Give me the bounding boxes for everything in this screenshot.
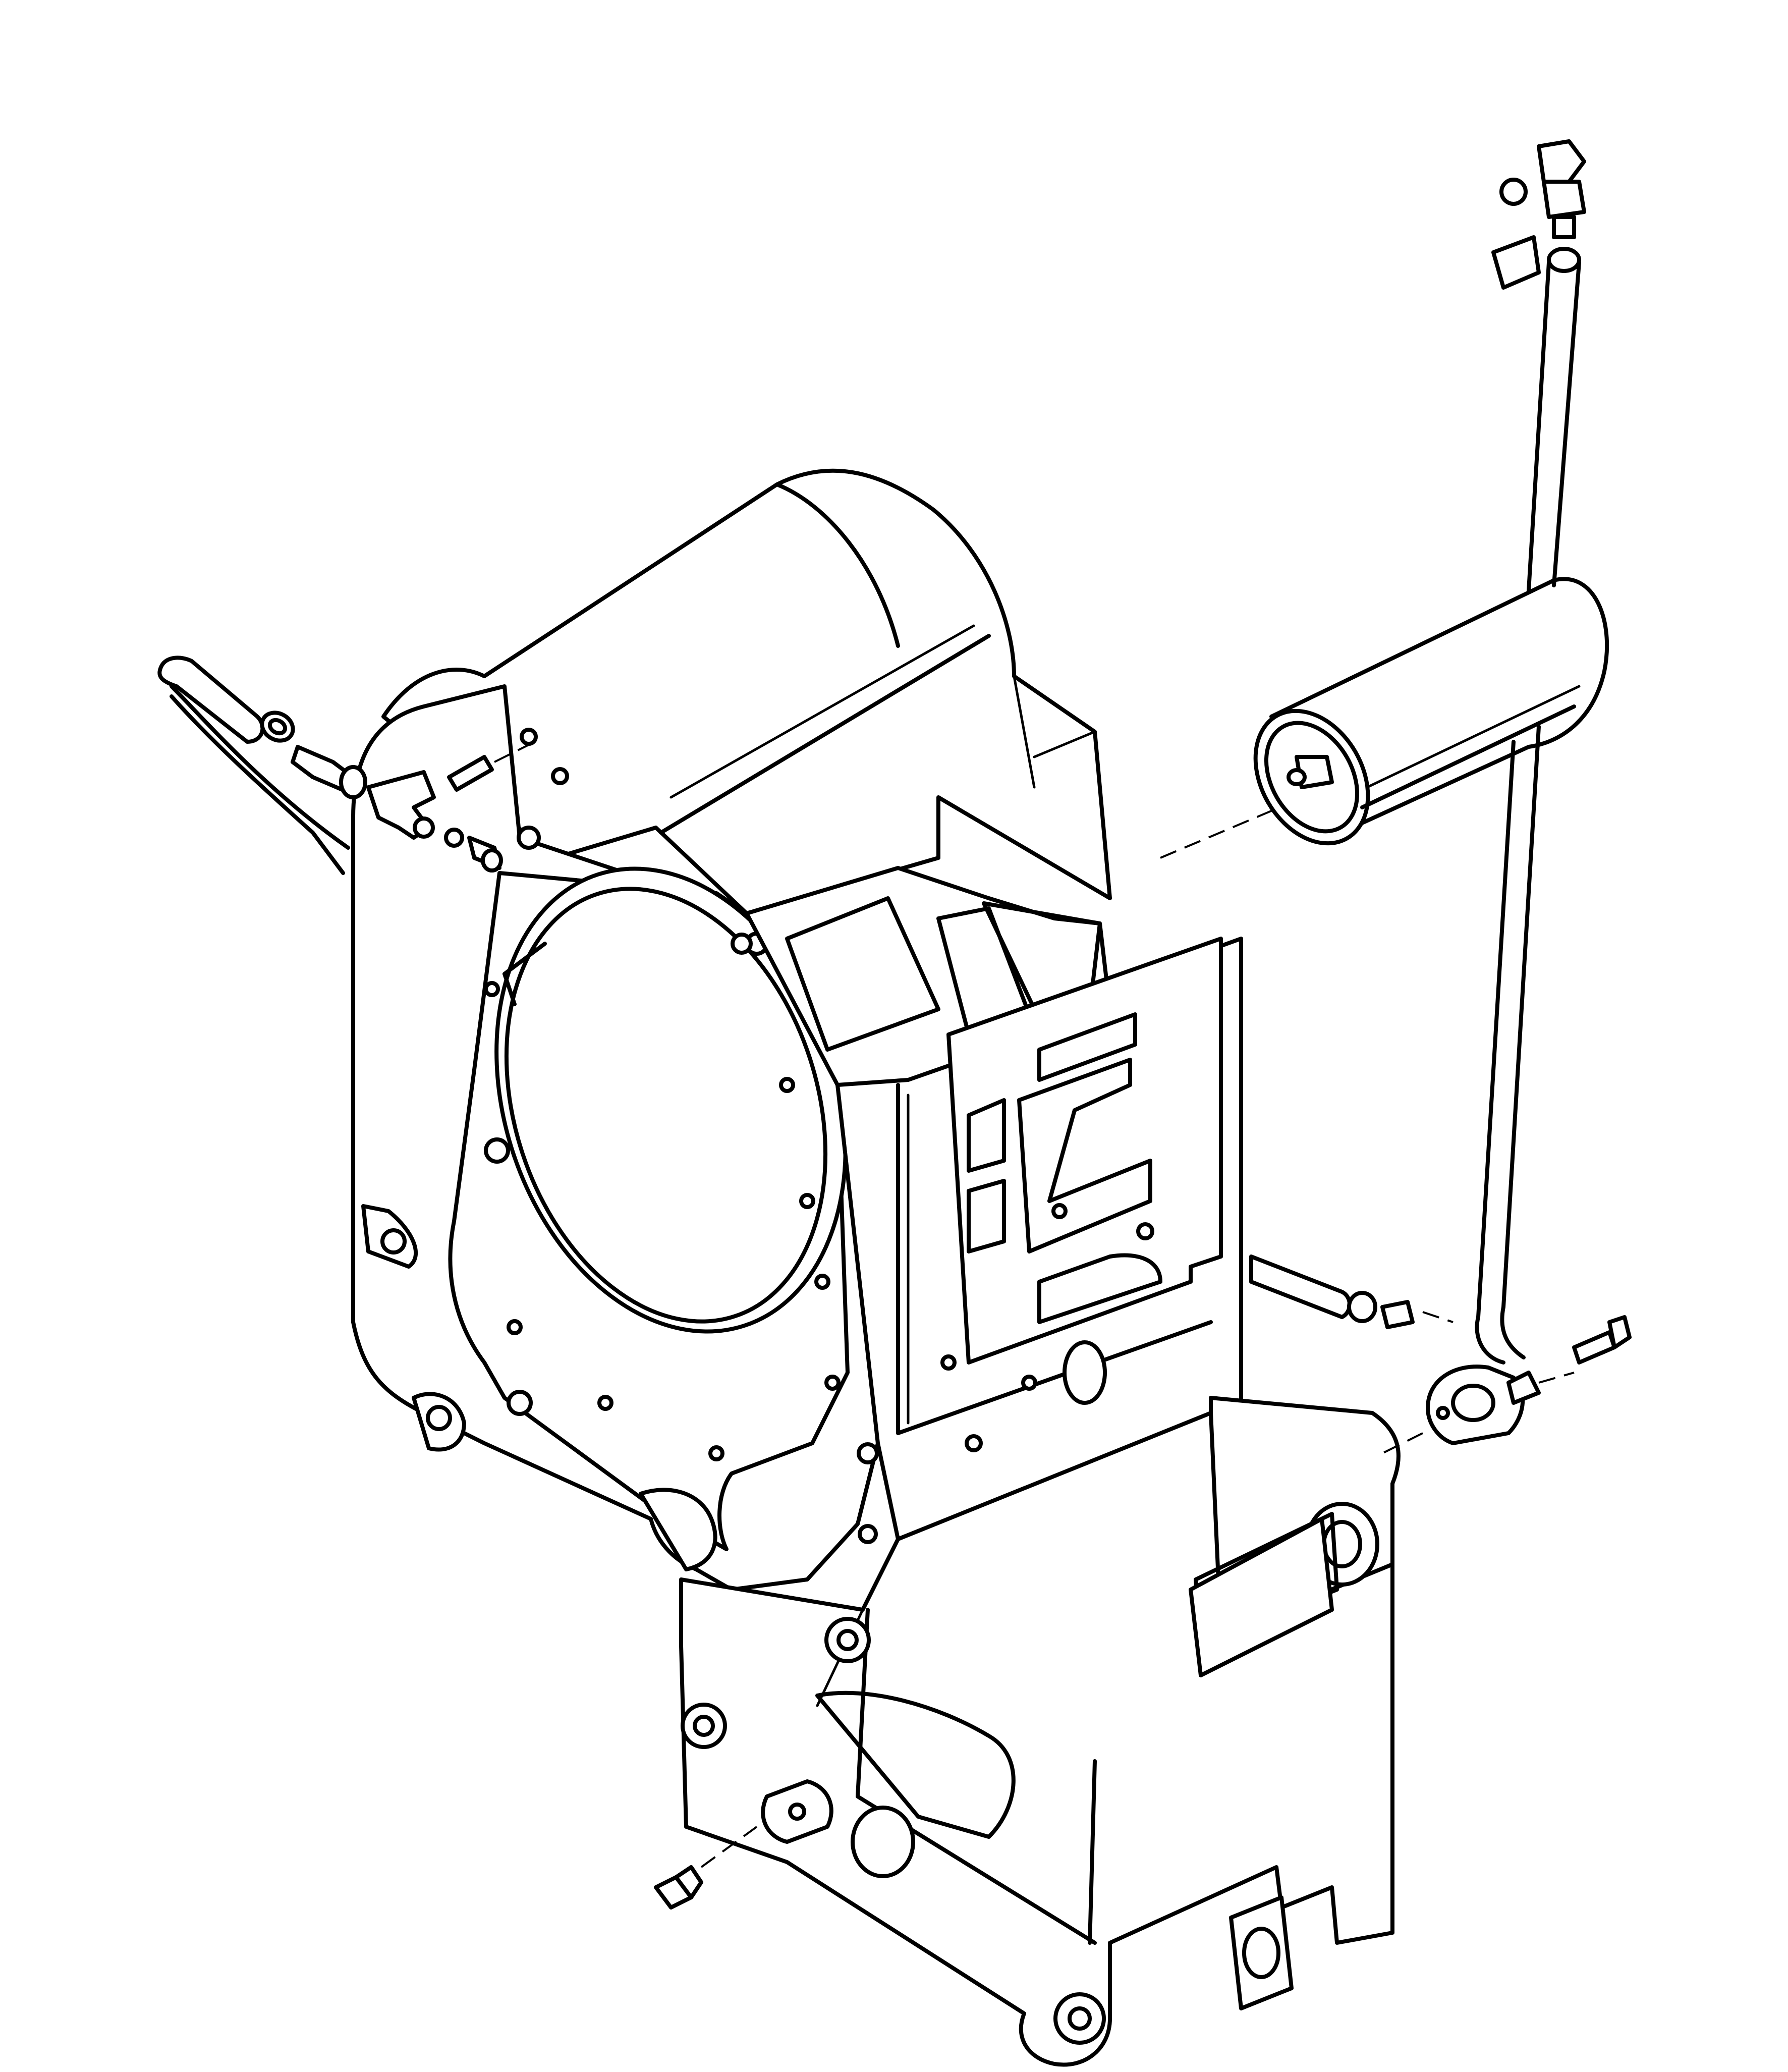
tee-fitting: [366, 770, 436, 840]
dipstick-tube: [1475, 235, 1581, 1365]
mounting-bolt: [1572, 1315, 1632, 1365]
hose-right: [1249, 1255, 1454, 1329]
control-valve-plate: [940, 937, 1223, 1452]
hose: [157, 656, 350, 875]
drain-plug: [654, 1826, 758, 1910]
side-pad: [1189, 1517, 1334, 1677]
round-cover: [851, 1806, 915, 1878]
adapter-fitting: [291, 745, 367, 799]
dipstick-cap: [1499, 139, 1586, 239]
flange-fitting: [1382, 1365, 1575, 1454]
stud: [447, 741, 535, 792]
housing-top-cylinder: [381, 468, 1112, 915]
hose-clamp-right: [1347, 1291, 1377, 1323]
adapter-fitting-lower: [444, 828, 503, 873]
oil-filter: [1160, 577, 1609, 859]
lower-bore: [639, 1488, 717, 1571]
side-port-boss: [1229, 1895, 1294, 2010]
hose-clamp: [260, 711, 295, 743]
transmission-housing: [351, 468, 1401, 2067]
